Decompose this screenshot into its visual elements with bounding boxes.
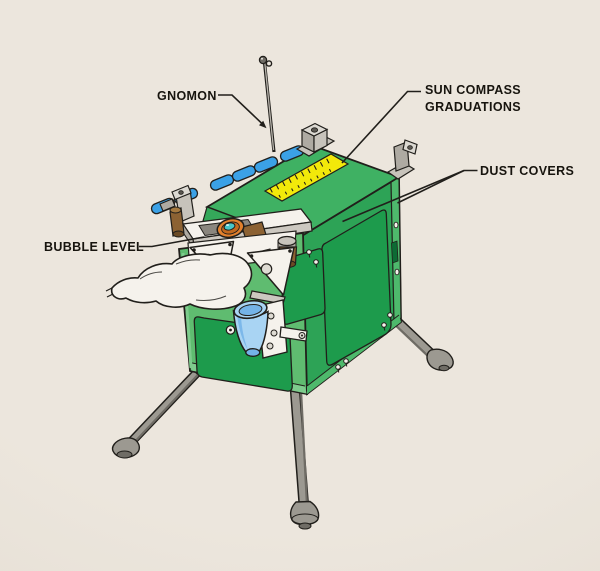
dust-cover-capsule (209, 174, 235, 191)
sample-bag-torn-edge (105, 287, 114, 298)
sample-bag-creases (139, 259, 227, 301)
gnomon-leader-line (218, 94, 265, 126)
gnomon-leader-arrowhead (259, 120, 267, 129)
brown-cylinder-cap (277, 235, 297, 247)
cup-body-shade (237, 313, 248, 350)
rivet-tail (315, 263, 318, 268)
rivet-tail (337, 368, 340, 373)
leader-lines (139, 90, 478, 248)
cup-plate-hole (267, 312, 275, 320)
gnomon-tip-ball (258, 55, 268, 65)
gnomon-rod-highlight (264, 63, 275, 151)
leg-center-foot-tip (298, 522, 312, 530)
side-slot-dust-cover (391, 240, 399, 264)
leg-center-shade (299, 389, 309, 507)
cup-plate-hole (266, 342, 274, 350)
leg-right-shade (391, 321, 433, 361)
rivet-stud (343, 358, 349, 364)
gusset-right-hole (260, 263, 273, 275)
rivet-stud (381, 322, 387, 328)
sun-compass (263, 153, 350, 202)
rivet-stud (313, 259, 319, 265)
left-bracket-foot (159, 198, 176, 212)
graduation-marks (269, 158, 332, 198)
leg-center-foot (289, 500, 320, 526)
sample-bag-body (110, 252, 253, 310)
gnomon-tip-highlight (261, 57, 263, 60)
label-dust-covers: DUST COVERS (480, 164, 575, 178)
leg-left-foot-tip (116, 450, 133, 459)
gnomon-tip-ring (265, 60, 273, 67)
left-brown-post-top (169, 206, 182, 214)
funnel-cup-assembly (225, 299, 308, 359)
rivet-stud (306, 249, 312, 255)
corner-brackets (159, 122, 418, 238)
rivet-tail (345, 362, 348, 367)
cup-side-bolt-dot (229, 328, 232, 332)
tripod-legs (111, 315, 454, 530)
flange-latch (394, 268, 400, 276)
rivet-stud (335, 364, 341, 370)
rivet-stud (387, 312, 393, 318)
cup-rim-inner (238, 303, 263, 317)
leg-right-foot-tip (438, 364, 450, 372)
dust-covers-leader-line-2 (342, 169, 465, 223)
dust-covers-leader-line-1 (397, 169, 478, 204)
top-bracket-hole (310, 127, 319, 133)
label-sun-compass-graduations: SUN COMPASS GRADUATIONS (425, 82, 521, 116)
gusset-bolt (228, 242, 232, 247)
gusset-bolt (192, 248, 196, 252)
rivet-studs (306, 249, 393, 373)
cup-arm-bolt-dot (301, 334, 303, 337)
label-bubble-level: BUBBLE LEVEL (44, 240, 145, 254)
left-bracket-hole (178, 190, 184, 195)
cup-plate-hole (270, 329, 278, 337)
leg-left-shade (132, 374, 199, 445)
right-face-panel (321, 209, 392, 366)
cup-bottom-cap (245, 348, 261, 357)
bubble-level-leader-line (139, 236, 205, 248)
sample-bag (105, 252, 253, 310)
gusset-bolt (288, 249, 292, 253)
gusset-bolt (249, 254, 254, 258)
flange-latch (393, 221, 399, 229)
leg-left (127, 369, 201, 446)
right-bracket-hole (407, 145, 413, 150)
gnomon (258, 55, 276, 153)
rivet-tail (389, 316, 392, 321)
sun-compass-leader-line (341, 90, 421, 164)
rivet-tail (308, 253, 311, 258)
rivet-tail (383, 326, 386, 331)
left-brown-post-bottom (172, 230, 185, 238)
sun-compass-graduations-strip (263, 153, 350, 202)
label-gnomon: GNOMON (157, 88, 217, 103)
bubble-level-highlight (225, 224, 230, 226)
label-sun-compass-line2: GRADUATIONS (425, 100, 521, 114)
label-sun-compass-line1: SUN COMPASS (425, 83, 521, 97)
